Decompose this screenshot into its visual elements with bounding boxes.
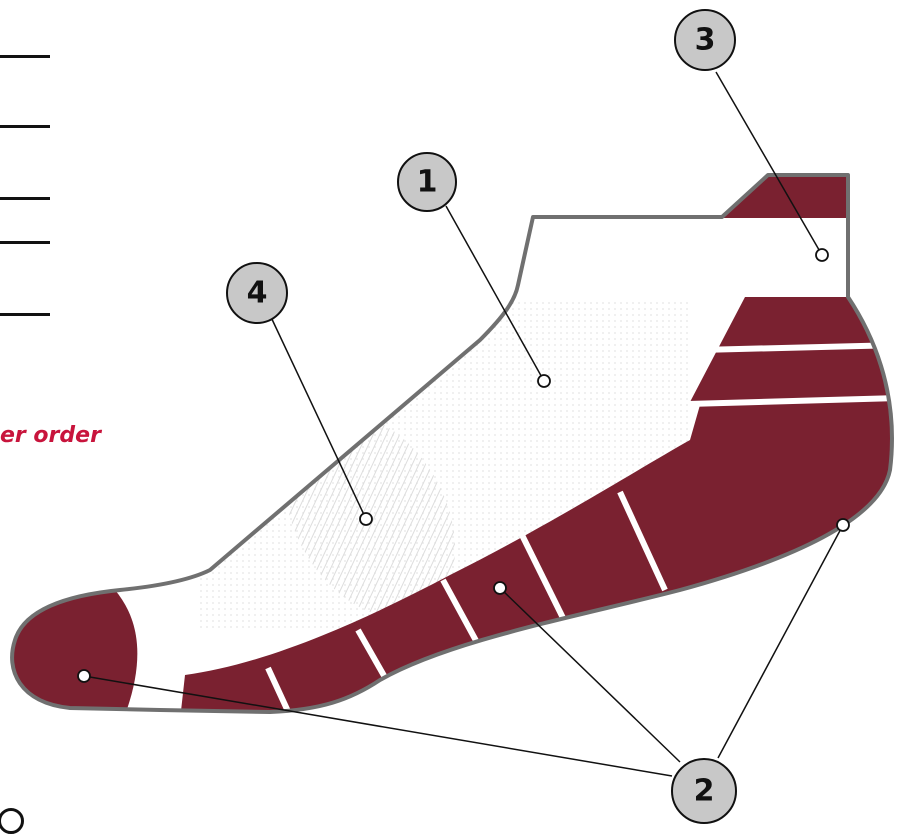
leader-line: [445, 205, 545, 382]
leader-line: [715, 71, 823, 256]
anchor-dot: [836, 518, 850, 532]
sock-outline: [10, 173, 894, 714]
cuff-band: [722, 175, 860, 218]
anchor-dot: [359, 512, 373, 526]
anchor-dot: [493, 581, 507, 595]
toe-cushion: [12, 590, 138, 712]
leader-line: [499, 587, 681, 763]
divider-line: [0, 313, 50, 316]
stripe: [687, 395, 892, 407]
callout-number: 4: [247, 276, 268, 311]
callout-3: 3: [674, 9, 736, 71]
divider-line: [0, 241, 50, 244]
callout-number: 2: [694, 774, 715, 809]
divider-line: [0, 125, 50, 128]
anchor-dot: [77, 669, 91, 683]
callout-number: 3: [695, 23, 716, 58]
divider-line: [0, 197, 50, 200]
leader-line: [83, 675, 673, 777]
callout-4: 4: [226, 262, 288, 324]
order-link-text[interactable]: er order: [0, 423, 101, 448]
callout-2: 2: [671, 758, 737, 824]
leader-line: [269, 314, 367, 520]
anchor-dot: [537, 374, 551, 388]
stripe: [699, 342, 892, 353]
callout-number: 1: [417, 165, 438, 200]
stripe: [519, 533, 568, 624]
callout-1: 1: [397, 152, 457, 212]
anchor-dot: [815, 248, 829, 262]
stripe: [617, 490, 668, 592]
leader-line: [717, 524, 844, 759]
stripe: [440, 578, 483, 650]
divider-line: [0, 55, 50, 58]
